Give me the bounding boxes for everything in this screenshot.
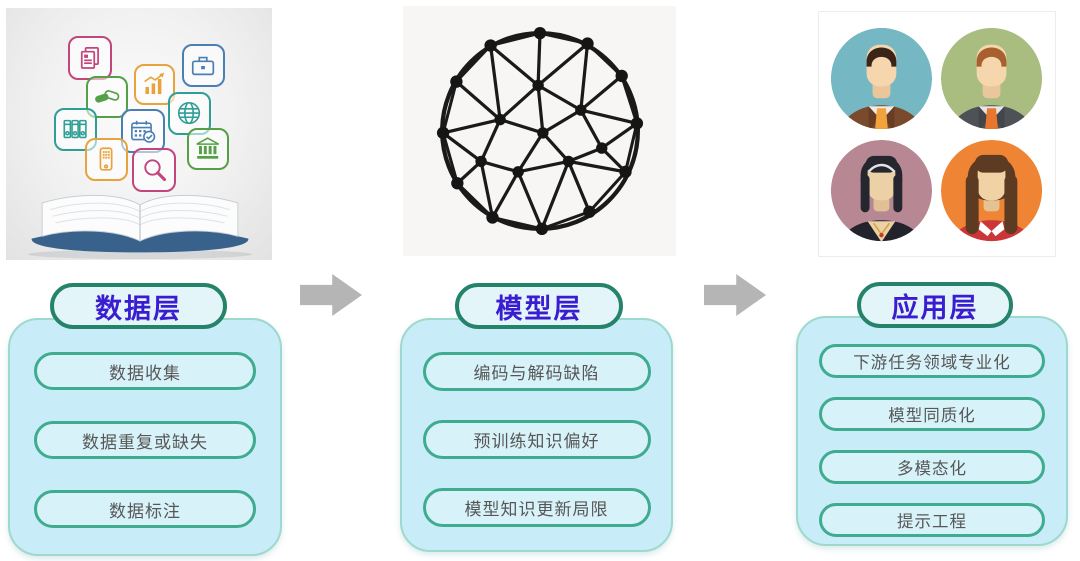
network-sphere-graphic: [436, 26, 643, 236]
right-arrow-icon: [300, 274, 362, 316]
magnifier-icon: [132, 148, 176, 192]
list-item: 提示工程: [819, 503, 1045, 537]
right-arrow-icon: [704, 274, 766, 316]
male-avatar-2: [940, 27, 1043, 130]
female-avatar-1: [830, 139, 933, 242]
female-avatar-2: [940, 139, 1043, 242]
model-layer-panel: 编码与解码缺陷 预训练知识偏好 模型知识更新局限: [400, 318, 673, 552]
list-item: 数据标注: [34, 490, 256, 528]
list-item: 模型知识更新局限: [422, 488, 651, 527]
list-item: 模型同质化: [819, 397, 1045, 431]
open-book-graphic: [27, 194, 253, 260]
application-layer-panel: 下游任务领域专业化 模型同质化 多模态化 提示工程: [796, 316, 1068, 546]
briefcase-icon: [182, 44, 225, 87]
mobile-phone-icon: [85, 138, 128, 181]
list-item: 预训练知识偏好: [422, 420, 651, 459]
layer-title-model: 模型层: [455, 283, 623, 329]
avatars-illustration: [818, 11, 1056, 257]
bank-icon: [187, 128, 229, 170]
list-item: 数据收集: [34, 352, 256, 390]
layer-title-data: 数据层: [50, 283, 227, 329]
layer-title-application: 应用层: [857, 282, 1013, 328]
list-item: 数据重复或缺失: [34, 421, 256, 459]
network-sphere-illustration: [403, 6, 676, 256]
list-item: 多模态化: [819, 450, 1045, 484]
list-item: 下游任务领域专业化: [819, 344, 1045, 378]
data-layer-panel: 数据收集 数据重复或缺失 数据标注: [8, 318, 282, 556]
male-avatar-1: [830, 27, 933, 130]
handshake-icon: [86, 76, 128, 118]
user-avatars-graphic: [830, 27, 1043, 242]
list-item: 编码与解码缺陷: [422, 352, 651, 391]
document-icon: [68, 36, 112, 80]
book-illustration: [6, 8, 272, 260]
